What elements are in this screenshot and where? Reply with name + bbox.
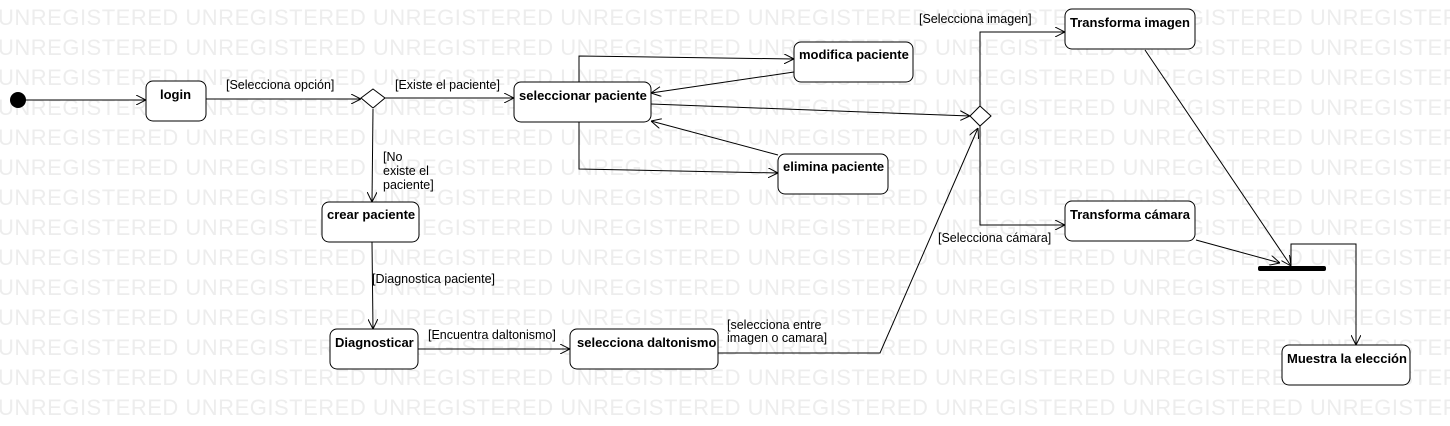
action-modifica-paciente: modifica paciente bbox=[793, 41, 914, 83]
action-selecciona-daltonismo: selecciona daltonismo bbox=[569, 328, 719, 370]
edge-decision2-camara bbox=[979, 124, 1065, 225]
svg-text:modifica paciente: modifica paciente bbox=[799, 47, 909, 62]
edge-decision-crear bbox=[372, 108, 373, 202]
guard-selecciona-entre-1: [selecciona entre bbox=[727, 318, 822, 332]
svg-text:Diagnosticar: Diagnosticar bbox=[335, 335, 414, 350]
edge-decision2-imagen bbox=[979, 32, 1065, 106]
action-muestra-eleccion: Muestra la elección bbox=[1281, 344, 1411, 386]
edge-seleccionar-modifica bbox=[578, 56, 794, 82]
svg-text:login: login bbox=[160, 87, 191, 102]
svg-text:selecciona daltonismo: selecciona daltonismo bbox=[577, 335, 716, 350]
action-transforma-camara: Transforma cámara bbox=[1064, 200, 1196, 242]
guard-selecciona-entre-2: imagen o camara] bbox=[727, 331, 827, 345]
guard-no-existe-1: [No bbox=[383, 150, 403, 164]
svg-text:seleccionar paciente: seleccionar paciente bbox=[519, 88, 647, 103]
edge-seleccionar-elimina bbox=[578, 122, 778, 173]
edge-camara-join bbox=[1195, 239, 1280, 263]
guard-no-existe-3: paciente] bbox=[383, 178, 434, 192]
guard-selecciona-opcion: [Selecciona opción] bbox=[226, 78, 334, 92]
initial-node bbox=[10, 92, 26, 108]
action-diagnosticar: Diagnosticar bbox=[329, 328, 419, 370]
edge-crear-diagnosticar bbox=[372, 241, 373, 329]
edges bbox=[25, 32, 1356, 353]
guard-encuentra-daltonismo: [Encuentra daltonismo] bbox=[428, 328, 556, 342]
edge-seleccionar-decision2 bbox=[650, 103, 970, 116]
edge-selecciona-decision2 bbox=[718, 128, 978, 354]
svg-text:crear paciente: crear paciente bbox=[327, 207, 415, 222]
svg-text:Transforma imagen: Transforma imagen bbox=[1070, 15, 1190, 30]
guard-no-existe-2: existe el bbox=[383, 164, 429, 178]
decision-medio bbox=[969, 105, 992, 127]
action-crear-paciente: crear paciente bbox=[321, 201, 420, 243]
edge-imagen-join bbox=[1144, 49, 1291, 266]
edge-elimina-seleccionar bbox=[651, 121, 779, 156]
svg-text:Muestra la elección: Muestra la elección bbox=[1287, 351, 1407, 366]
action-seleccionar-paciente: seleccionar paciente bbox=[513, 81, 652, 123]
guard-selecciona-camara: [Selecciona cámara] bbox=[938, 231, 1051, 245]
action-transforma-imagen: Transforma imagen bbox=[1064, 8, 1196, 50]
guard-selecciona-imagen: [Selecciona imagen] bbox=[919, 12, 1032, 26]
edge-modifica-seleccionar bbox=[651, 71, 795, 93]
action-login: login bbox=[145, 80, 207, 122]
join-bar bbox=[1258, 266, 1326, 271]
decision-paciente bbox=[360, 88, 386, 109]
svg-text:Transforma cámara: Transforma cámara bbox=[1070, 207, 1191, 222]
guard-existe-paciente: [Existe el paciente] bbox=[395, 78, 500, 92]
edge-join-muestra bbox=[1290, 243, 1356, 345]
svg-text:elimina paciente: elimina paciente bbox=[783, 159, 884, 174]
action-elimina-paciente: elimina paciente bbox=[777, 153, 889, 195]
guard-diagnostica-paciente: [Diagnostica paciente] bbox=[372, 272, 495, 286]
